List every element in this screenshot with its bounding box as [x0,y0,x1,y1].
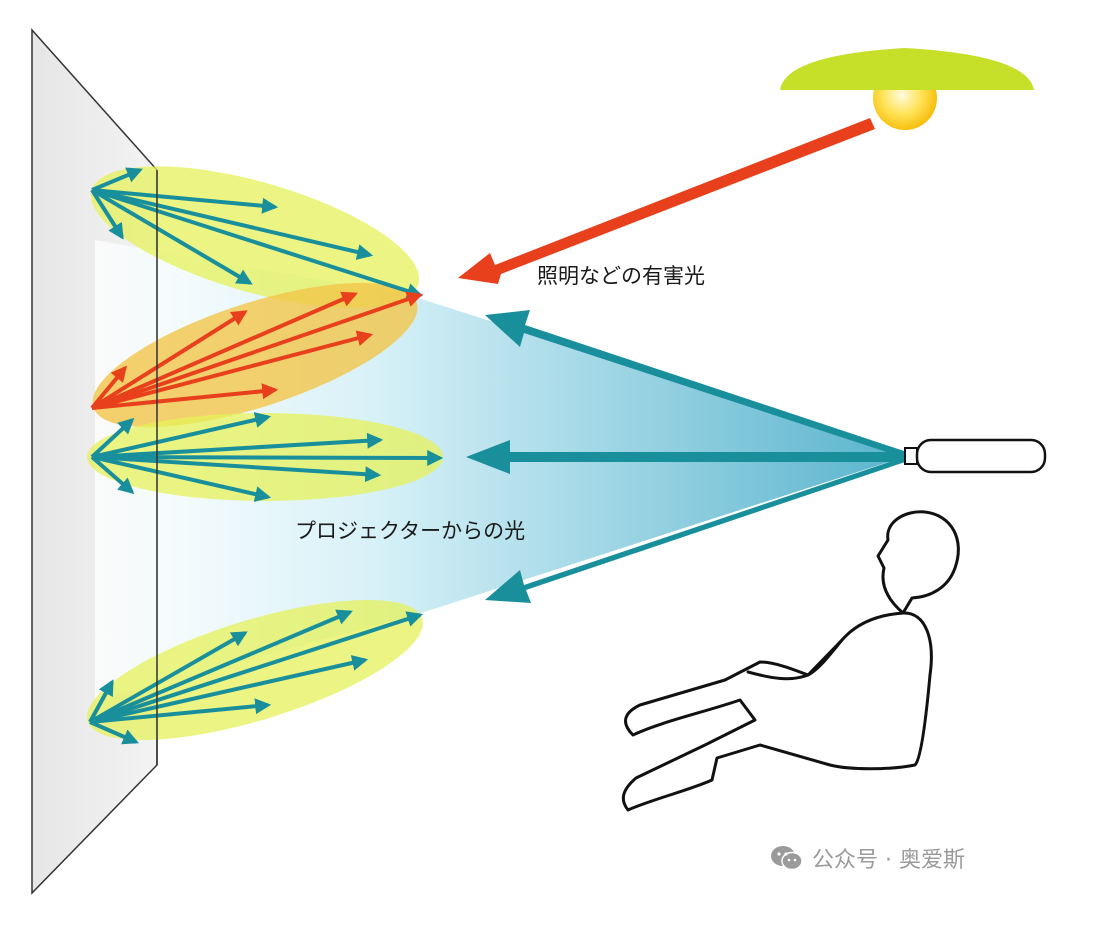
projector-device [904,438,1047,474]
reflection-arrows-top [90,167,424,299]
projector-arrow-upper [485,310,910,459]
glow-harmful [92,282,418,428]
seated-person [621,510,960,812]
harmful-light-label: 照明などの有害光 [537,264,705,288]
person-head [876,510,960,615]
harmful-light-arrow [458,118,875,284]
projector-arrow-center [466,440,910,474]
lamp-shade [780,48,1034,90]
watermark: 公众号 · 奥爱斯 [770,842,965,874]
person-arm [746,638,844,681]
reflection-arrows-harmful [90,291,424,410]
person-body [621,611,933,812]
reflection-arrows-bottom [88,609,424,745]
reflection-arrows-middle [90,412,444,502]
projector-arrow-lower [485,455,910,603]
ceiling-lamp [780,48,1034,130]
reflection-glows [87,166,443,741]
watermark-text: 公众号 · 奥爱斯 [812,848,965,873]
projector-light-label: プロジェクターからの光 [295,519,526,543]
glow-top [90,166,420,308]
wechat-icon [771,846,803,871]
projector-arrows [466,310,910,603]
